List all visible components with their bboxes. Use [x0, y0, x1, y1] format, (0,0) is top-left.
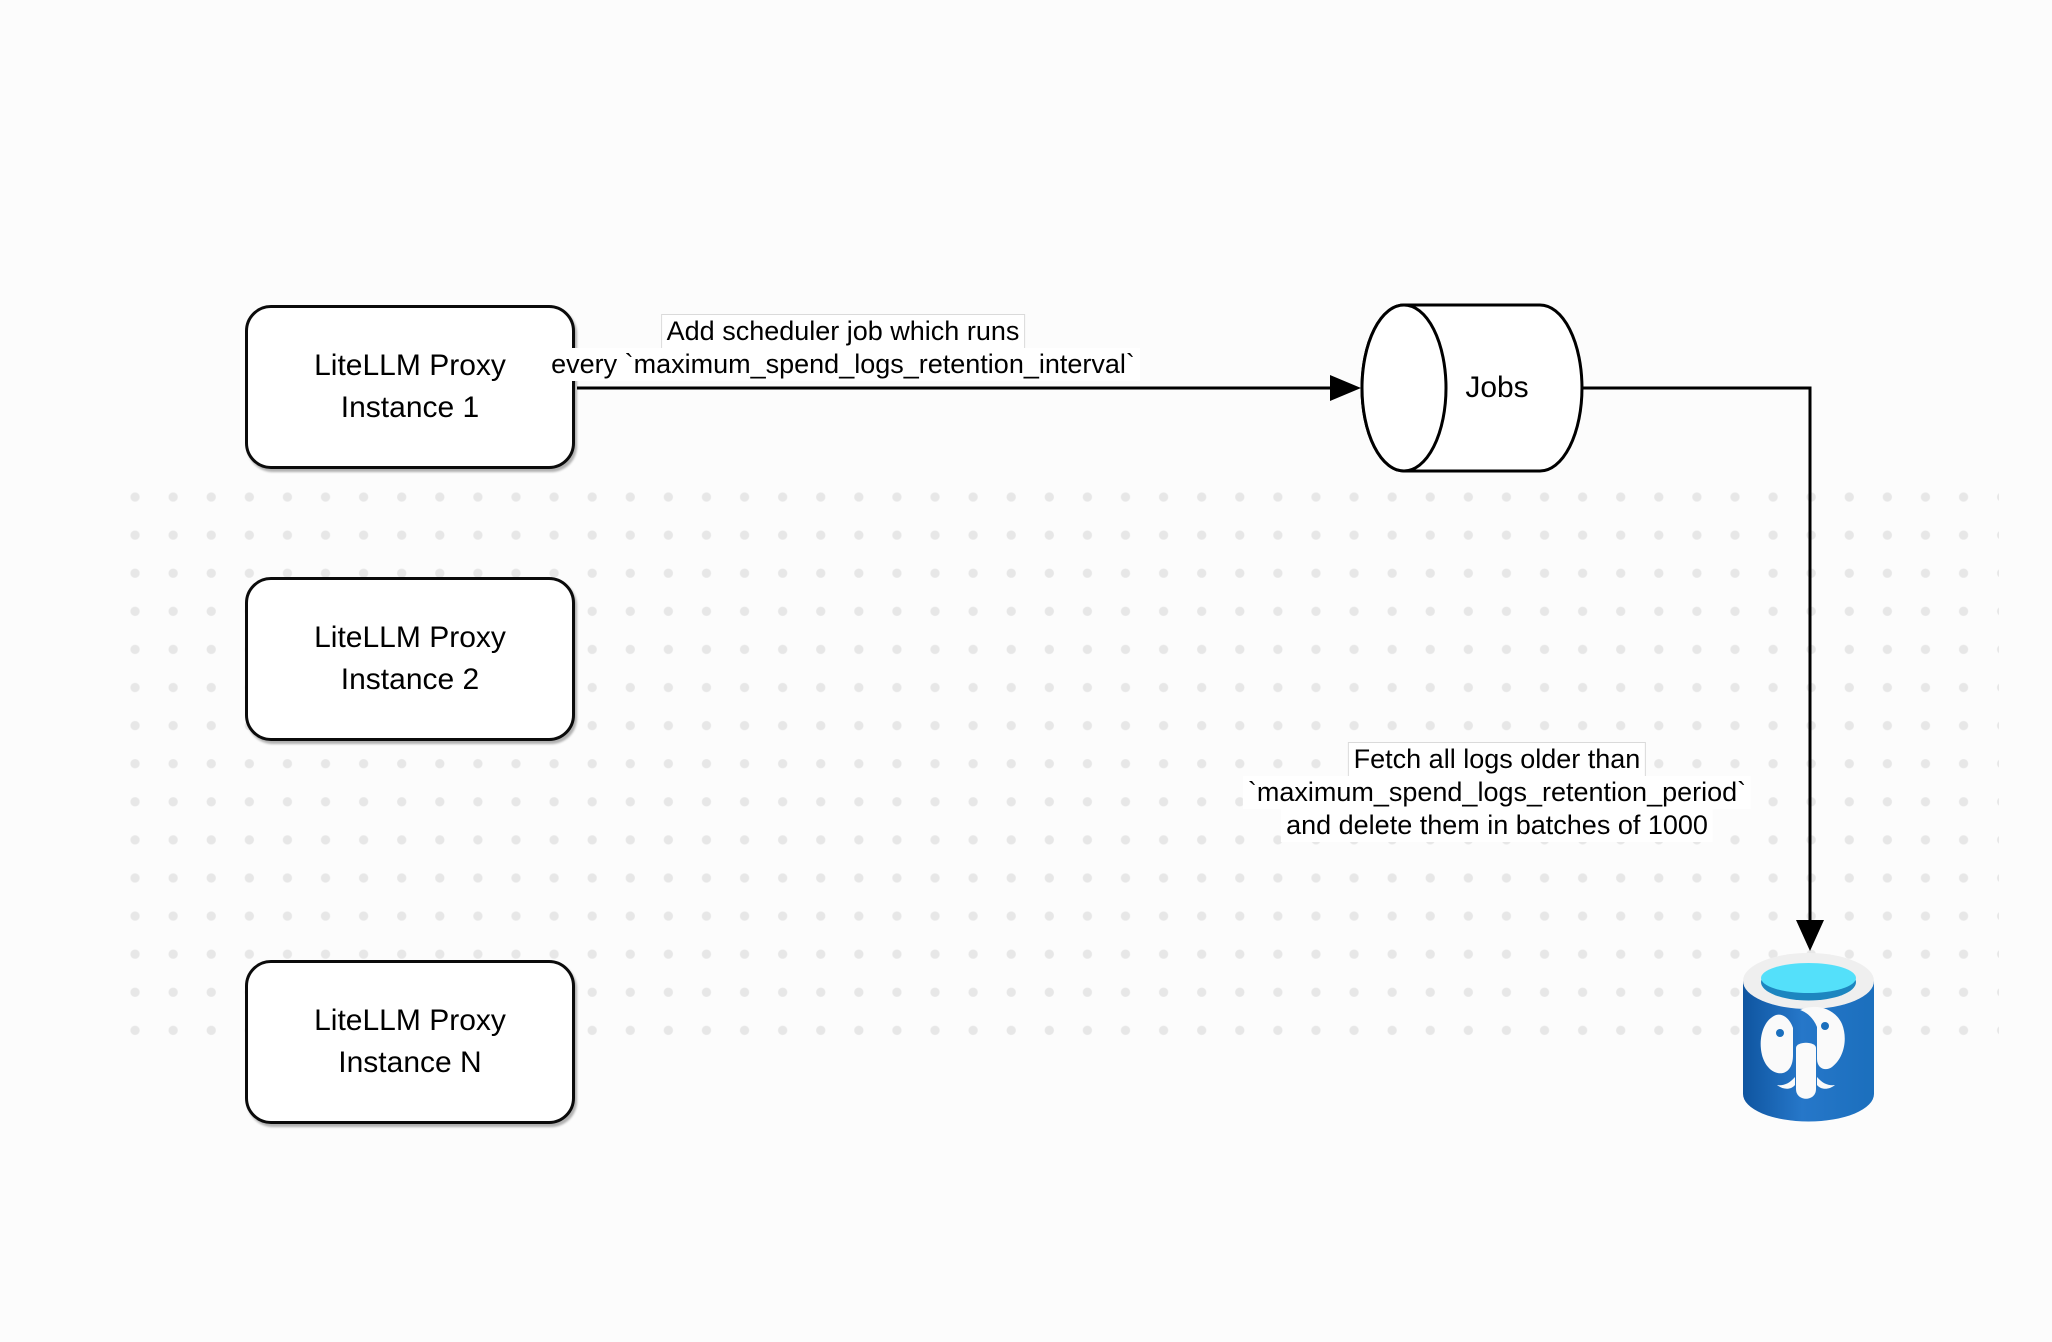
- jobs-node-label: Jobs: [1465, 371, 1529, 404]
- node-label-line: LiteLLM Proxy: [314, 1004, 506, 1037]
- fetch-edge-label: Fetch all logs older than `maximum_spend…: [1242, 742, 1752, 842]
- edge-label-line: `maximum_spend_logs_retention_period`: [1242, 776, 1752, 809]
- edge-label-line: and delete them in batches of 1000: [1281, 809, 1713, 842]
- arrowhead-down-icon: [1796, 920, 1824, 951]
- scheduler-edge-label: Add scheduler job which runs every `maxi…: [546, 314, 1140, 381]
- edge-fetch-arrow: [1582, 386, 1824, 951]
- node-litellm-proxy-instance-1: LiteLLM Proxy Instance 1: [245, 305, 575, 469]
- edge-label-line: Fetch all logs older than: [1347, 742, 1647, 777]
- postgres-elephant-glyph: [1760, 1006, 1845, 1099]
- node-label-line: Instance N: [338, 1046, 482, 1079]
- node-label-line: LiteLLM Proxy: [314, 349, 506, 382]
- edge-label-line: Add scheduler job which runs: [660, 314, 1026, 349]
- node-litellm-proxy-instance-n: LiteLLM Proxy Instance N: [245, 960, 575, 1124]
- jobs-queue-node: [1360, 303, 1584, 473]
- node-label-line: Instance 1: [340, 391, 480, 424]
- dot-grid-background: [116, 478, 1999, 1048]
- edge-scheduler-arrow: [577, 375, 1361, 401]
- node-label-line: LiteLLM Proxy: [314, 621, 506, 654]
- postgresql-database-icon: [1743, 953, 1874, 1122]
- node-litellm-proxy-instance-2: LiteLLM Proxy Instance 2: [245, 577, 575, 741]
- arrowhead-right-icon: [1330, 375, 1361, 401]
- node-label-line: Instance 2: [340, 663, 480, 696]
- edge-label-line: every `maximum_spend_logs_retention_inte…: [546, 348, 1140, 381]
